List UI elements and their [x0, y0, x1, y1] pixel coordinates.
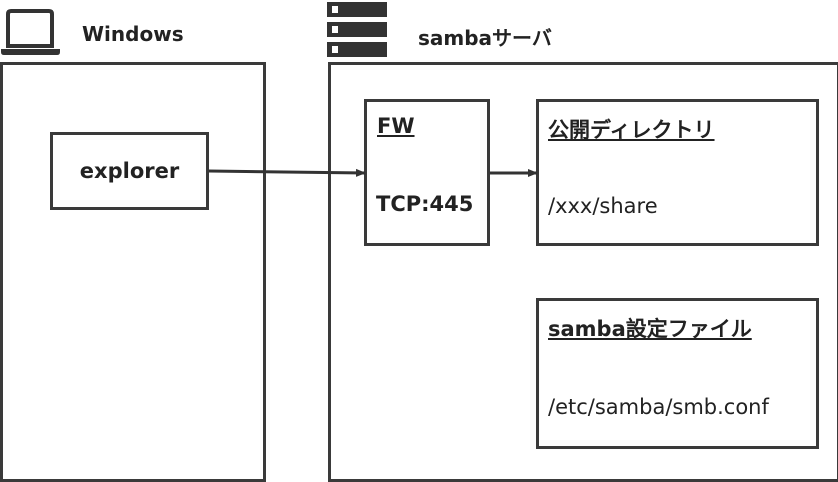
- shared-directory-title: 公開ディレクトリ: [548, 118, 715, 142]
- windows-container: [0, 62, 266, 482]
- laptop-icon: [0, 8, 66, 58]
- shared-directory-path: /xxx/share: [548, 194, 658, 218]
- server-icon: [327, 2, 387, 58]
- samba-config-path: /etc/samba/smb.conf: [548, 395, 769, 419]
- explorer-box: explorer: [50, 132, 209, 210]
- samba-config-box: samba設定ファイル /etc/samba/smb.conf: [536, 298, 819, 449]
- firewall-port: TCP:445: [376, 192, 474, 216]
- windows-title: Windows: [82, 22, 184, 46]
- samba-config-title: samba設定ファイル: [548, 317, 752, 341]
- explorer-label: explorer: [79, 159, 180, 183]
- firewall-title: FW: [377, 114, 415, 138]
- samba-server-title: sambaサーバ: [418, 26, 552, 50]
- shared-directory-box: 公開ディレクトリ /xxx/share: [536, 99, 819, 246]
- firewall-box: FW TCP:445: [364, 99, 490, 246]
